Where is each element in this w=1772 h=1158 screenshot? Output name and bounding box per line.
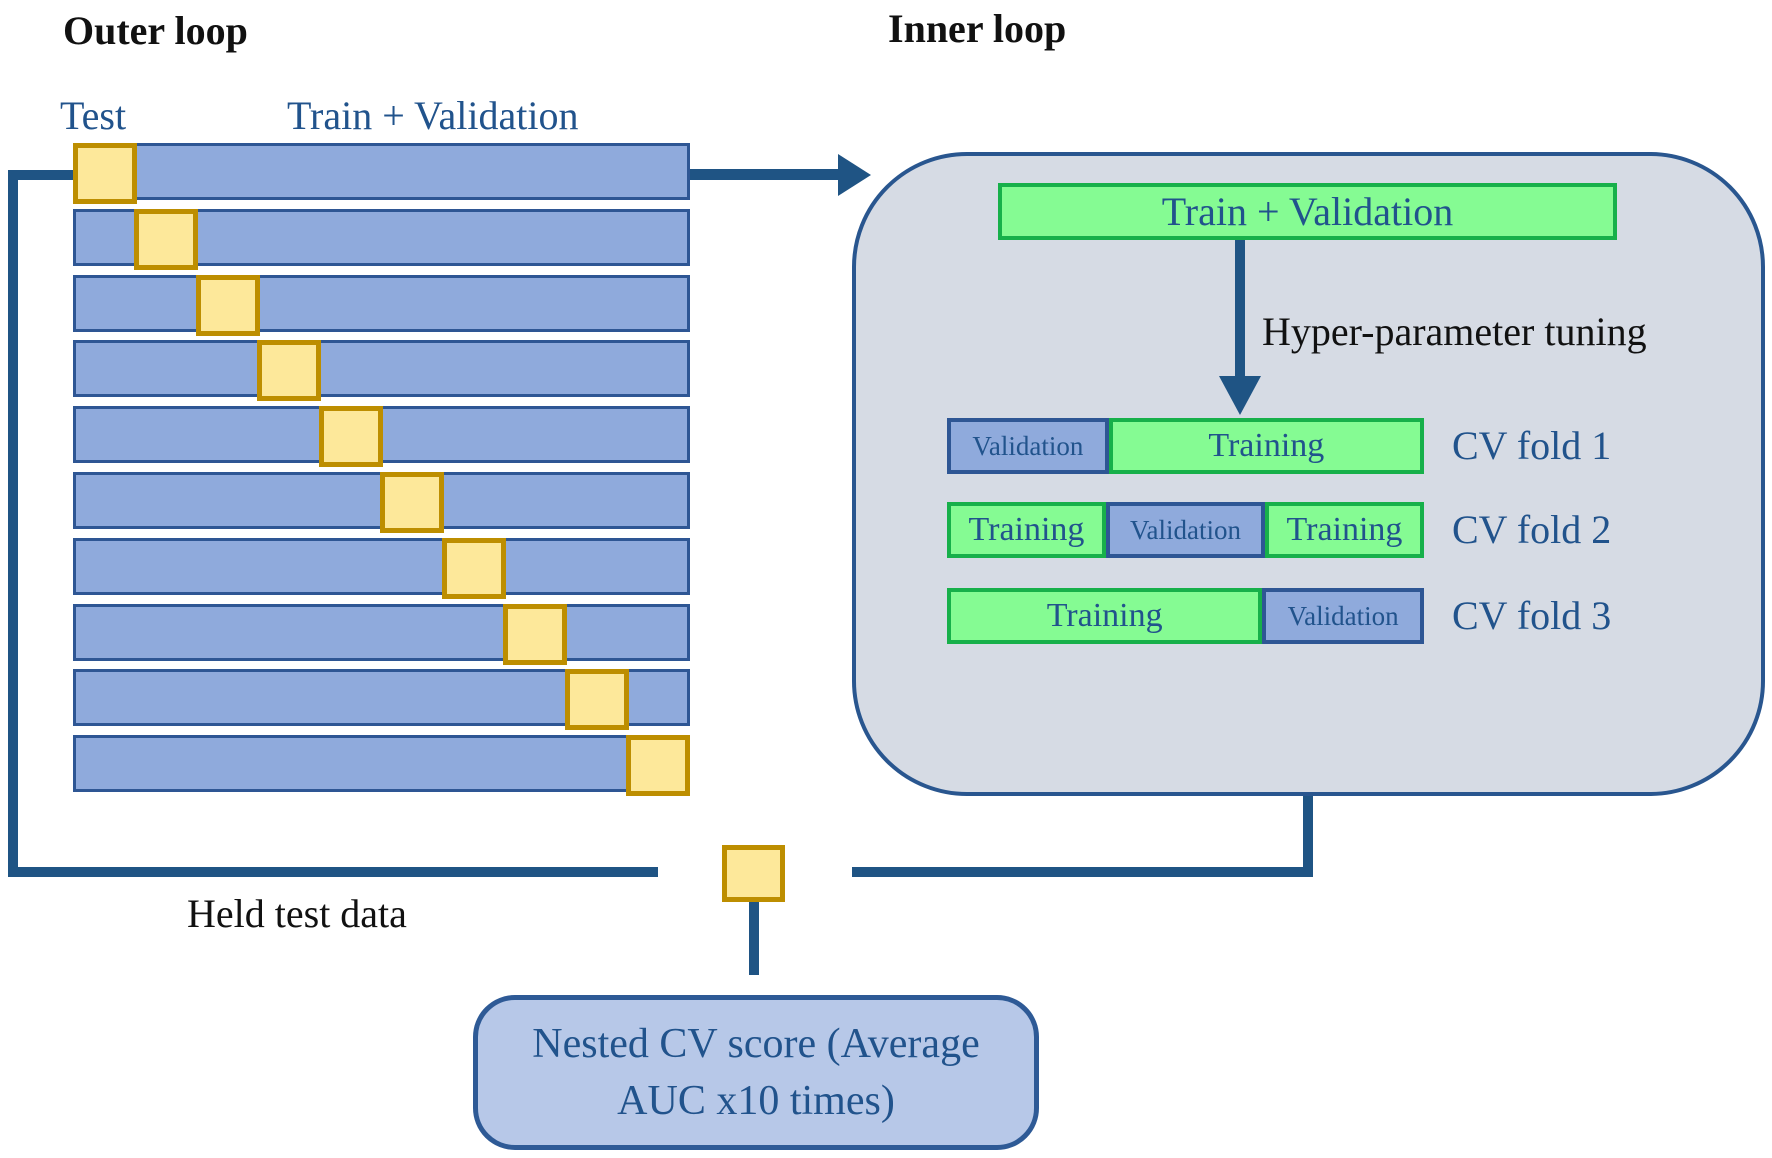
nested-cv-score-line2: AUC x10 times): [617, 1077, 895, 1124]
test-fold-square-8: [503, 604, 567, 665]
cv-fold-2-training-segment: Training: [947, 502, 1106, 558]
outer-loop-title: Outer loop: [63, 8, 248, 53]
cv-fold-row-1: Validation Training: [947, 418, 1424, 474]
loop-line-bottom-left: [8, 867, 658, 877]
validation-segment-label: Validation: [972, 430, 1084, 461]
outer-to-inner-arrow-head: [838, 154, 871, 196]
nested-cv-score-box: Nested CV score (Average AUC x10 times): [473, 995, 1039, 1150]
loop-line-bottom-right: [852, 867, 1313, 877]
validation-segment-label: Validation: [1287, 600, 1399, 631]
test-fold-square-2: [134, 209, 198, 270]
tuning-arrow-head: [1219, 376, 1261, 415]
test-fold-square-1: [73, 143, 137, 204]
outer-fold-bar-7: [73, 538, 690, 599]
tuning-arrow-shaft: [1235, 240, 1245, 376]
training-segment-label: Training: [1208, 427, 1325, 464]
outer-fold-bar-3: [73, 275, 690, 336]
nested-cv-score-line1: Nested CV score (Average: [532, 1020, 980, 1067]
test-fold-square-6: [380, 472, 444, 533]
test-fold-square-9: [565, 669, 629, 730]
outer-fold-bar-2: [73, 209, 690, 270]
held-square-down-connector: [749, 902, 759, 975]
inner-box-down-connector: [1303, 796, 1313, 877]
test-fold-square-7: [442, 538, 506, 599]
inner-train-validation-bar: Train + Validation: [998, 183, 1617, 240]
inner-loop-title: Inner loop: [888, 6, 1067, 51]
outer-fold-bar-10: [73, 735, 690, 796]
outer-fold-bar-4: [73, 340, 690, 401]
test-column-label: Test: [60, 93, 127, 138]
outer-fold-bar-5: [73, 406, 690, 467]
train-validation-column-label: Train + Validation: [287, 93, 579, 138]
test-fold-square-10: [626, 735, 690, 796]
held-test-square: [722, 845, 785, 902]
cv-fold-2-training-segment: Training: [1265, 502, 1424, 558]
cv-fold-label-3: CV fold 3: [1452, 593, 1612, 638]
outer-fold-bar-8: [73, 604, 690, 665]
cv-fold-2-validation-segment: Validation: [1106, 502, 1265, 558]
cv-fold-1-training-segment: Training: [1108, 418, 1424, 474]
loop-line-top-stub: [8, 170, 73, 180]
loop-line-left-vertical: [8, 170, 18, 877]
held-test-data-label: Held test data: [187, 891, 407, 936]
training-segment-label: Training: [1286, 511, 1403, 548]
hyperparameter-tuning-label: Hyper-parameter tuning: [1262, 309, 1647, 354]
cv-fold-row-2: Training Validation Training: [947, 502, 1424, 558]
cv-fold-label-1: CV fold 1: [1452, 423, 1612, 468]
training-segment-label: Training: [968, 511, 1085, 548]
cv-fold-3-training-segment: Training: [947, 588, 1263, 644]
test-fold-square-3: [196, 275, 260, 336]
validation-segment-label: Validation: [1130, 514, 1241, 545]
cv-fold-label-2: CV fold 2: [1452, 507, 1612, 552]
training-segment-label: Training: [1046, 597, 1163, 634]
outer-fold-bar-1: [73, 143, 690, 204]
inner-train-validation-label: Train + Validation: [1161, 189, 1454, 234]
test-fold-square-5: [319, 406, 383, 467]
test-fold-square-4: [257, 340, 321, 401]
cv-fold-1-validation-segment: Validation: [947, 418, 1109, 474]
outer-to-inner-arrow-shaft: [690, 169, 838, 180]
cv-fold-3-validation-segment: Validation: [1262, 588, 1424, 644]
outer-fold-bar-9: [73, 669, 690, 730]
cv-fold-row-3: Training Validation: [947, 588, 1424, 644]
inner-loop-box: [852, 152, 1765, 796]
outer-fold-bar-6: [73, 472, 690, 533]
